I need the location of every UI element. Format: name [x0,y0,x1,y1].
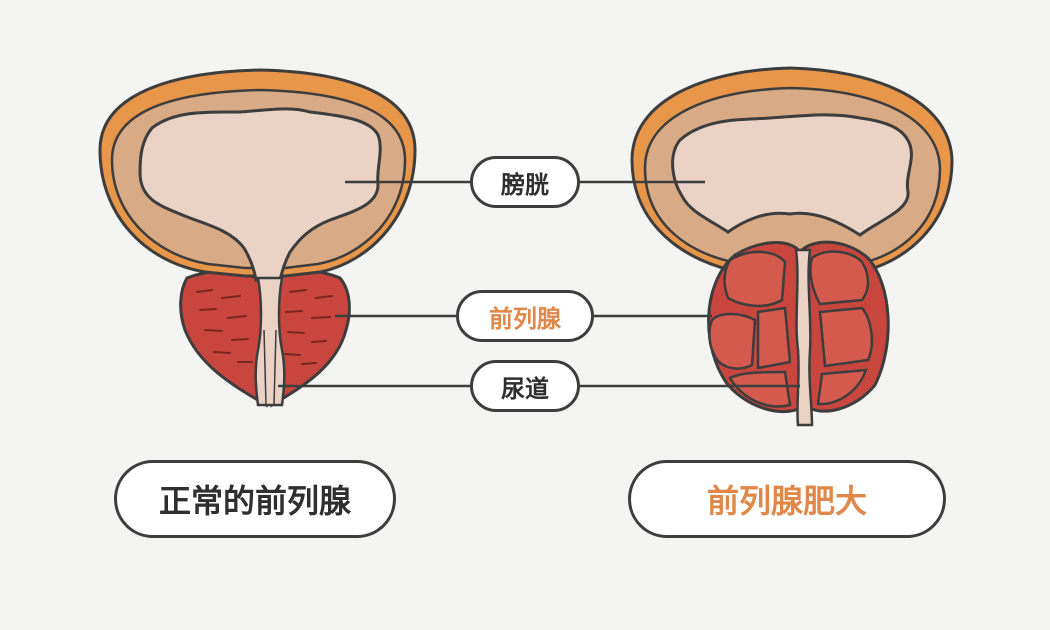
caption-normal-text: 正常的前列腺 [158,482,351,520]
normal-bladder-inner [138,107,382,282]
normal-prostate-texture [196,289,333,365]
leader-lines [278,180,800,388]
label-prostate-text: 前列腺 [489,304,561,333]
normal-prostate-lobe-left [179,269,268,408]
enlarged-prostate-lobes [708,250,874,408]
caption-enlarged-text: 前列腺肥大 [706,482,867,520]
label-bladder-text: 膀胱 [501,170,549,199]
enlarged-urethra [794,248,814,427]
label-urethra-text: 尿道 [501,374,549,403]
enlarged-bladder-inner [671,113,913,237]
caption-normal: 正常的前列腺 [114,460,396,538]
enlarged-prostate-illustration [630,66,954,427]
label-prostate: 前列腺 [456,290,594,342]
normal-urethra [254,276,286,407]
normal-prostate-illustration [98,68,417,408]
label-bladder: 膀胱 [470,156,580,208]
label-urethra: 尿道 [470,360,580,412]
caption-enlarged: 前列腺肥大 [628,460,946,538]
